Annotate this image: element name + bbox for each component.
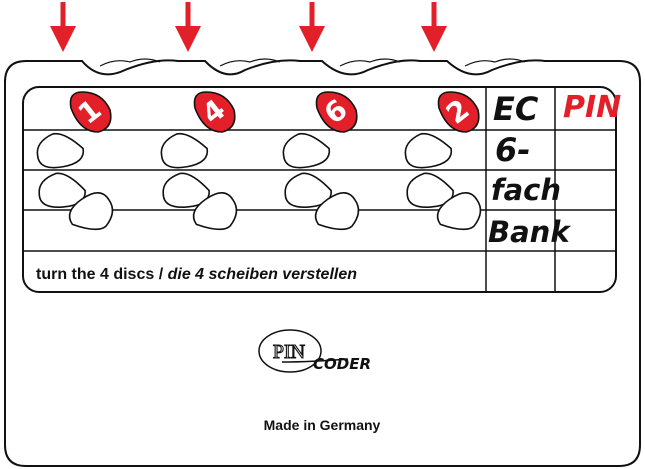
- down-arrow-icon: [421, 2, 447, 52]
- pin-coder-logo: PIN CODER: [258, 329, 371, 373]
- side-label-4: Bank: [488, 215, 571, 249]
- pin-disc-icon: 4: [193, 91, 236, 133]
- disc-column: 6: [282, 91, 360, 231]
- disc-column: 4: [160, 91, 238, 231]
- down-arrow-icon: [175, 2, 201, 52]
- disc-petal: [160, 132, 209, 169]
- logo-pin-text: PIN: [273, 341, 305, 363]
- disc-petal: [282, 132, 331, 169]
- arrows-group: [50, 2, 447, 52]
- logo-coder-text: CODER: [313, 355, 371, 373]
- side-label-2: 6-: [495, 131, 531, 169]
- disc-petal: [314, 191, 360, 231]
- disc-petal: [36, 132, 85, 169]
- instruction-separator: /: [154, 266, 167, 283]
- down-arrow-icon: [50, 2, 76, 52]
- instruction-english: turn the 4 discs: [36, 266, 154, 283]
- down-arrow-icon: [299, 2, 325, 52]
- disc-petal: [436, 191, 482, 231]
- instruction-german: die 4 scheiben verstellen: [168, 266, 358, 283]
- side-label-3: fach: [491, 173, 561, 207]
- pin-label: PIN: [563, 90, 621, 125]
- disc-petal: [404, 132, 453, 169]
- made-in-germany: Made in Germany: [264, 417, 381, 433]
- side-label-1: EC: [493, 90, 539, 128]
- disc-petal: [68, 191, 114, 231]
- notch-ridges: [99, 58, 526, 67]
- disc-petal: [192, 191, 238, 231]
- disc-column: 2: [404, 91, 482, 231]
- instruction-text: turn the 4 discs / die 4 scheiben verste…: [36, 266, 357, 283]
